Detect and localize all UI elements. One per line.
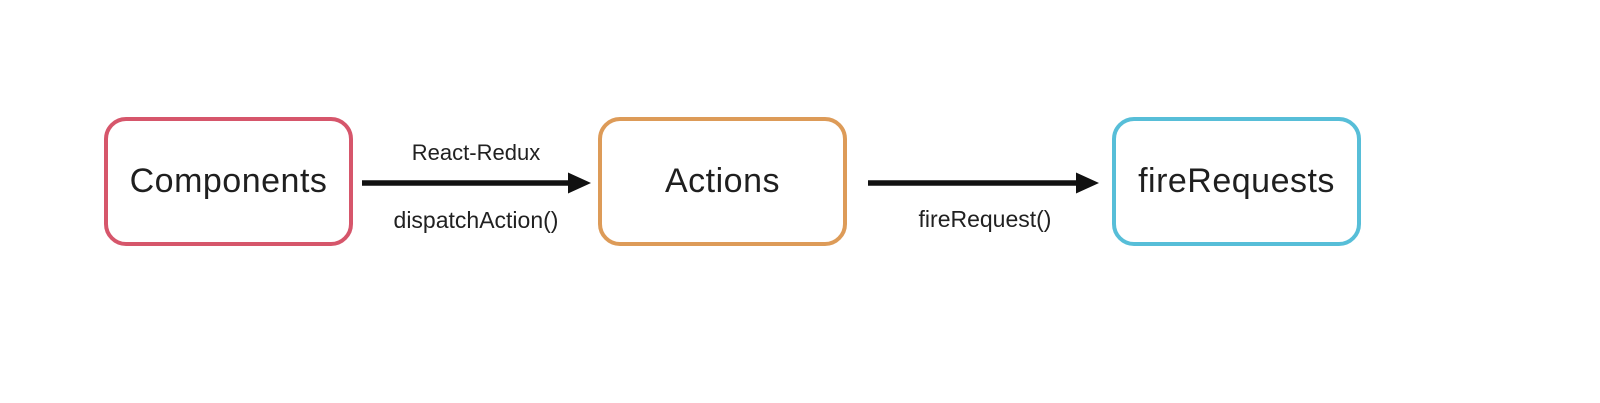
arrow-right-icon xyxy=(868,172,1099,194)
node-components-label: Components xyxy=(129,162,328,200)
node-firerequests-box: fireRequests xyxy=(1112,117,1361,246)
edge-label-react-redux: React-Redux xyxy=(411,140,541,165)
node-actions-label: Actions xyxy=(665,162,780,200)
node-actions-box: Actions xyxy=(598,117,847,246)
edge-label-fire-request: fireRequest() xyxy=(918,206,1052,232)
arrow-right-icon xyxy=(362,172,591,194)
node-firerequests-label: fireRequests xyxy=(1138,162,1335,200)
edge-label-dispatch-action: dispatchAction() xyxy=(393,207,559,233)
node-components-box: Components xyxy=(104,117,353,246)
